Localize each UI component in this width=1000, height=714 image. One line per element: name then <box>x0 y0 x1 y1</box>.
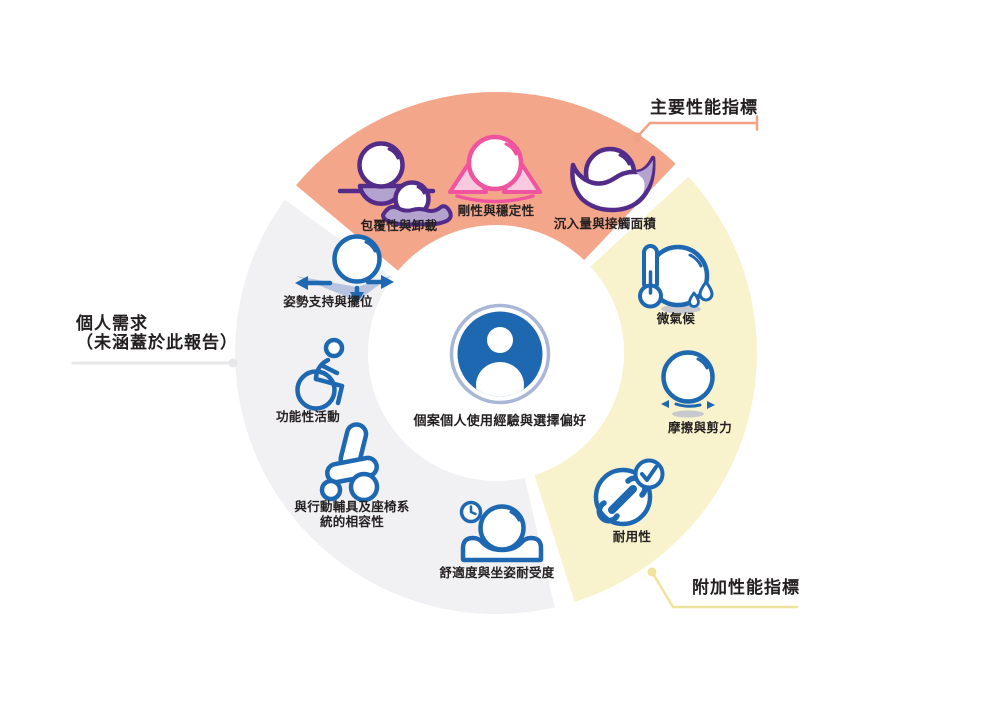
personal-section-title-line2: （未涵蓋於此報告） <box>76 333 238 352</box>
ball-triangles-icon <box>448 134 542 204</box>
personal-section-title-line1: 個人需求 <box>76 314 148 333</box>
durability-label: 耐用性 <box>612 530 652 544</box>
functional-label: 功能性活動 <box>275 410 341 424</box>
envelopment-label: 包覆性與卸載 <box>360 219 438 233</box>
thermometer-ball-icon <box>638 244 714 314</box>
stiffness-label: 剛性與穩定性 <box>457 204 535 218</box>
wheelchair-user-icon <box>295 337 345 411</box>
center-label: 個案個人使用經驗與選擇偏好 <box>413 413 587 428</box>
personal-callout-line <box>71 358 238 368</box>
primary-section-title: 主要性能指標 <box>650 98 758 117</box>
compatibility-label-line1: 與行動輔具及座椅系 <box>294 500 410 514</box>
balls-envelopment-icon <box>337 141 453 227</box>
ball-direction-arrows-icon <box>295 234 394 304</box>
clock-ball-cushion-icon <box>459 500 544 563</box>
microclimate-label: 微氣候 <box>656 312 696 326</box>
ball-shear-arrows-icon <box>661 350 715 418</box>
compatibility-label-line2: 統的相容性 <box>319 515 385 529</box>
comfort-label: 舒適度與坐姿耐受度 <box>439 566 555 580</box>
postural-label: 姿勢支持與擺位 <box>283 295 373 309</box>
compatibility-label: 與行動輔具及座椅系 統的相容性 <box>294 500 409 530</box>
wrench-check-icon <box>593 458 665 527</box>
primary-callout-line <box>632 115 759 142</box>
friction-label: 摩擦與剪力 <box>667 421 733 435</box>
additional-callout-line <box>647 567 799 609</box>
additional-section-title: 附加性能指標 <box>692 578 800 597</box>
personal-section-title: 個人需求 （未涵蓋於此報告） <box>76 314 238 352</box>
immersion-label: 沉入量與接觸面積 <box>553 217 657 231</box>
power-wheelchair-icon <box>319 422 380 503</box>
person-icon <box>449 303 551 405</box>
ball-immersion-icon <box>570 146 656 213</box>
